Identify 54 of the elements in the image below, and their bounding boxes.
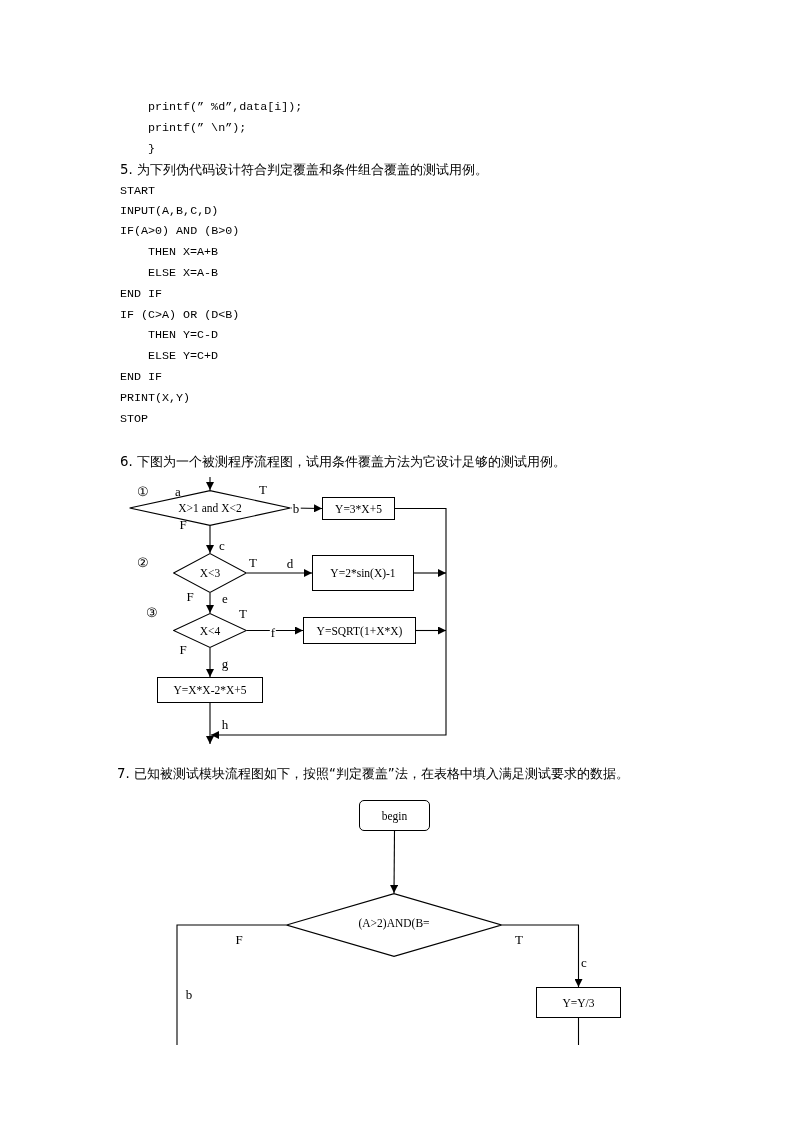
arrow	[246, 626, 304, 635]
branch-label: T	[259, 482, 267, 498]
process-box: Y=2*sin(X)-1	[312, 555, 414, 591]
question-text: 5. 为下列伪代码设计符合判定覆盖和条件组合覆盖的测试用例。	[120, 162, 488, 178]
question-text: 7. 已知被测试模块流程图如下，按照“判定覆盖”法，在表格中填入满足测试要求的数据。	[117, 766, 629, 782]
code-line: THEN X=A+B	[148, 244, 219, 260]
question-text: 6. 下图为一个被测程序流程图，试用条件覆盖方法为它设计足够的测试用例。	[120, 454, 566, 470]
edge-label: b	[291, 501, 301, 515]
arrow	[210, 507, 447, 739]
code-line: START	[120, 183, 156, 199]
edge-label: f	[269, 625, 277, 639]
process-box: Y=SQRT(1+X*X)	[303, 617, 416, 644]
arrow	[206, 647, 214, 678]
arrow	[501, 924, 583, 988]
step-number: ①	[137, 484, 149, 500]
code-line: END IF	[120, 286, 163, 302]
branch-label: T	[515, 932, 523, 948]
connector-line	[176, 924, 287, 1046]
edge-label: b	[184, 987, 194, 1001]
branch-label: F	[235, 932, 243, 948]
arrow	[415, 626, 447, 635]
code-line: PRINT(X,Y)	[120, 390, 191, 406]
process-box: Y=3*X+5	[322, 497, 395, 520]
step-number: ②	[137, 555, 149, 571]
process-box: Y=Y/3	[536, 987, 621, 1018]
process-box: Y=X*X-2*X+5	[157, 677, 263, 703]
branch-label: T	[249, 555, 257, 571]
arrow	[246, 569, 313, 577]
arrow	[390, 830, 399, 894]
edge-label: h	[220, 717, 230, 731]
code-line: END IF	[120, 369, 163, 385]
arrow	[413, 569, 447, 577]
arrow	[206, 702, 214, 745]
code-line: printf(” %d”,data[i]);	[148, 99, 303, 115]
code-line: IF(A>0) AND (B>0)	[120, 223, 240, 239]
connector-line	[577, 1017, 580, 1046]
start-box: begin	[359, 800, 430, 831]
edge-label: d	[285, 556, 295, 570]
code-line: ELSE X=A-B	[148, 265, 219, 281]
code-line: THEN Y=C-D	[148, 327, 219, 343]
code-line: INPUT(A,B,C,D)	[120, 203, 219, 219]
branch-label: a	[175, 484, 181, 500]
code-line: STOP	[120, 411, 149, 427]
arrow	[206, 592, 214, 614]
code-line: }	[148, 141, 155, 157]
branch-label: F	[179, 517, 187, 533]
decision-diamond: (A>2)AND(B=	[286, 893, 502, 957]
arrow	[206, 476, 214, 491]
code-line: printf(” \n”);	[148, 120, 247, 136]
step-number: ③	[146, 605, 158, 621]
decision-diamond: X<3	[173, 553, 247, 593]
arrow	[206, 525, 214, 554]
code-line: IF (C>A) OR (D<B)	[120, 307, 240, 323]
code-line: ELSE Y=C+D	[148, 348, 219, 364]
